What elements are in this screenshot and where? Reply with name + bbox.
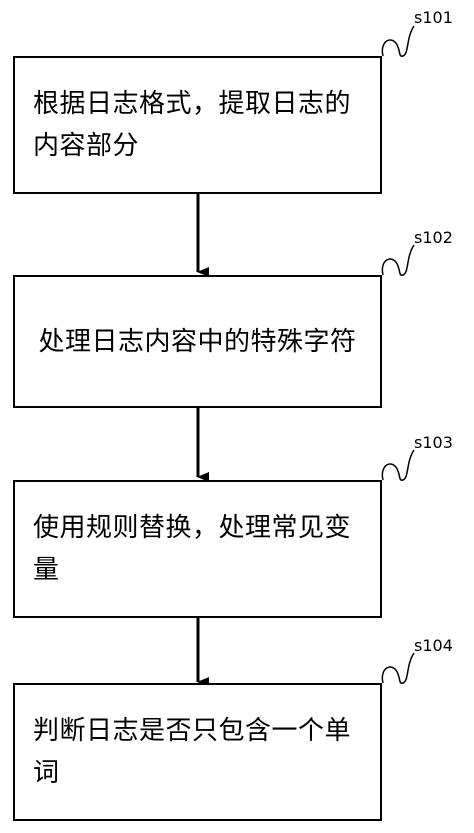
step-label-s102: s102 [414, 228, 453, 247]
leader-squiggle-s101 [381, 25, 415, 57]
step-label-s103: s103 [414, 433, 453, 452]
step-text-s101: 根据日志格式，提取日志的内容部分 [33, 89, 352, 161]
step-box-s101: 根据日志格式，提取日志的内容部分 [13, 56, 382, 194]
leader-squiggle-s102 [381, 244, 415, 276]
step-box-s102: 处理日志内容中的特殊字符 [13, 275, 382, 408]
step-label-s104: s104 [414, 636, 453, 655]
step-text-s103: 使用规则替换，处理常见变量 [33, 513, 352, 585]
step-label-s101: s101 [414, 8, 453, 27]
leader-squiggle-s104 [381, 652, 415, 684]
step-box-s103: 使用规则替换，处理常见变量 [13, 480, 382, 618]
step-text-s102: 处理日志内容中的特殊字符 [38, 326, 357, 357]
step-box-s104: 判断日志是否只包含一个单词 [13, 683, 382, 821]
leader-squiggle-s103 [381, 449, 415, 481]
step-text-s104: 判断日志是否只包含一个单词 [33, 716, 352, 788]
